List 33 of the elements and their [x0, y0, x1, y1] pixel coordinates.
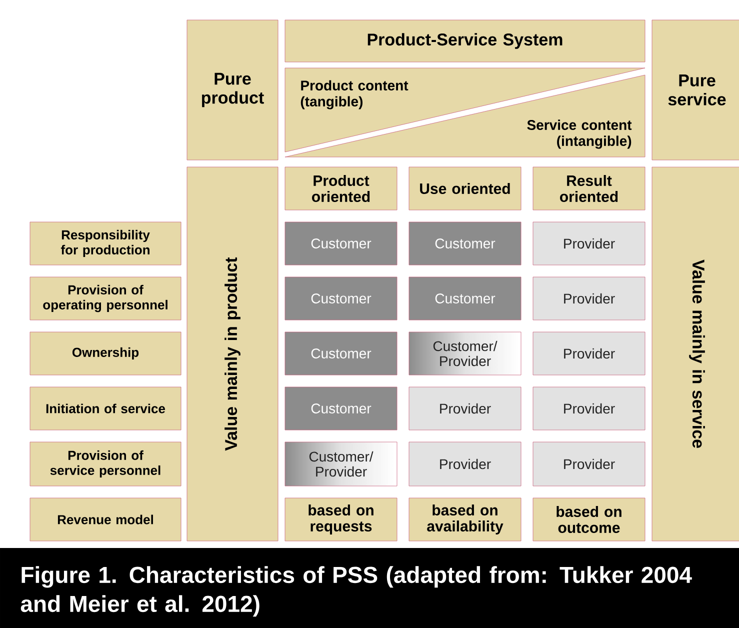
row-label: Provision of operating personnel [30, 276, 182, 320]
header-box: based on outcome [532, 498, 646, 542]
value-cell: Customer [284, 386, 398, 430]
row-label: Provision of service personnel [30, 442, 182, 486]
value-cell: Customer/ Provider [408, 332, 522, 376]
header-box: based on requests [284, 498, 398, 542]
row-label: Initiation of service [30, 386, 182, 430]
value-cell: Provider [532, 276, 646, 320]
vertical-band: Value mainly in service [652, 166, 739, 542]
value-cell: Provider [532, 222, 646, 266]
header-box: Pure product [186, 20, 278, 160]
header-box: Product oriented [284, 166, 398, 210]
value-cell: Provider [532, 442, 646, 486]
header-box: Use oriented [408, 166, 522, 210]
value-cell: Provider [532, 386, 646, 430]
header-box: based on availability [408, 498, 522, 542]
value-cell: Provider [408, 442, 522, 486]
value-cell: Customer/ Provider [284, 442, 398, 486]
value-cell: Customer [408, 222, 522, 266]
value-cell: Customer [284, 332, 398, 376]
value-cell: Customer [284, 222, 398, 266]
row-label: Responsibility for production [30, 222, 182, 266]
header-box: Product-Service System [284, 20, 646, 62]
value-cell: Customer [408, 276, 522, 320]
header-box: Result oriented [532, 166, 646, 210]
value-cell: Provider [408, 386, 522, 430]
value-cell: Customer [284, 276, 398, 320]
value-cell: Provider [532, 332, 646, 376]
header-box: Pure service [652, 20, 739, 160]
row-label: Revenue model [30, 498, 182, 542]
row-label: Ownership [30, 332, 182, 376]
caption: Figure 1. Characteristics of PSS (adapted from: Tukker 2004 and Meier et al. 2012) [0, 548, 739, 628]
vertical-band: Value mainly in product [186, 166, 278, 542]
